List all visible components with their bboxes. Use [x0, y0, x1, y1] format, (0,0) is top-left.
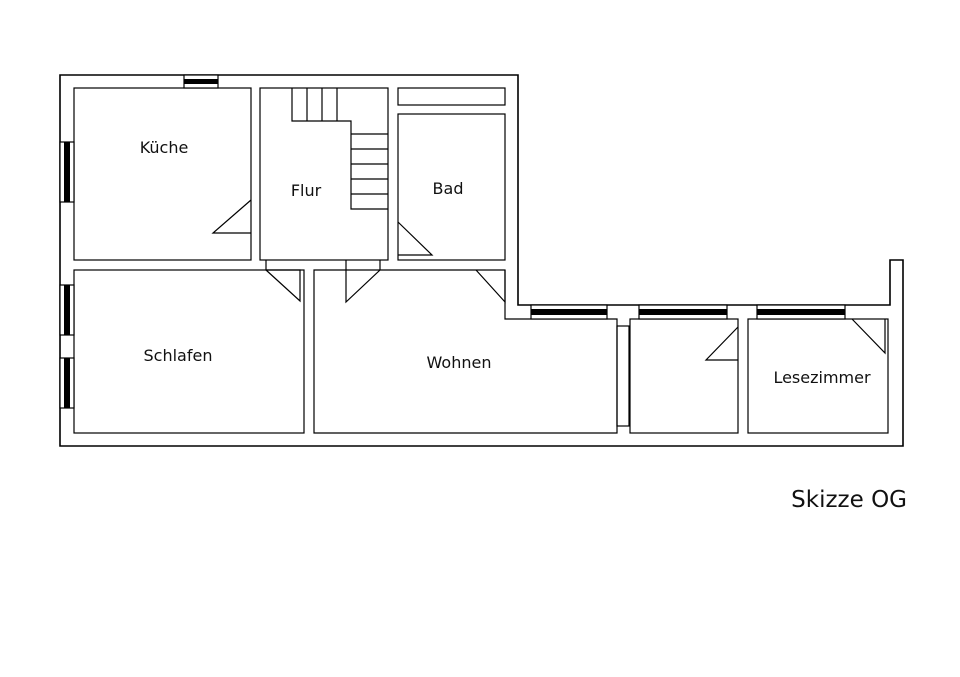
window-lesezimmer: [756, 304, 846, 320]
window-schlafen-left-1: [59, 284, 75, 336]
door-small-room: [704, 326, 739, 361]
plan-caption: Skizze OG: [791, 487, 907, 513]
window-wohnen: [530, 304, 608, 320]
outer-wall: [59, 74, 904, 447]
label-schlafen: Schlafen: [144, 346, 213, 365]
door-wohnen-right: [475, 269, 506, 304]
label-wohnen: Wohnen: [427, 353, 492, 372]
window-kueche-left: [59, 141, 75, 203]
room-kueche-outline: [73, 87, 252, 261]
room-flur-outline: [259, 87, 389, 261]
room-small-outline: [629, 318, 739, 434]
window-kueche-top: [183, 74, 219, 89]
door-schlafen: [265, 260, 301, 303]
door-bad: [397, 221, 434, 256]
staircase: [291, 88, 388, 210]
wall-pillar: [616, 325, 630, 427]
label-lesezimmer: Lesezimmer: [773, 368, 871, 387]
window-schlafen-left-2: [59, 357, 75, 409]
door-kueche: [211, 199, 252, 234]
room-wohnen-outline: [313, 269, 618, 434]
room-schlafen-outline: [73, 269, 305, 434]
room-bad-outline: [397, 113, 506, 261]
label-kueche: Küche: [140, 138, 189, 157]
window-small-room: [638, 304, 728, 320]
label-bad: Bad: [433, 179, 464, 198]
label-flur: Flur: [291, 181, 322, 200]
door-wohnen-left: [345, 260, 381, 304]
bad-shelf: [397, 87, 506, 106]
door-lesezimmer: [851, 318, 886, 355]
